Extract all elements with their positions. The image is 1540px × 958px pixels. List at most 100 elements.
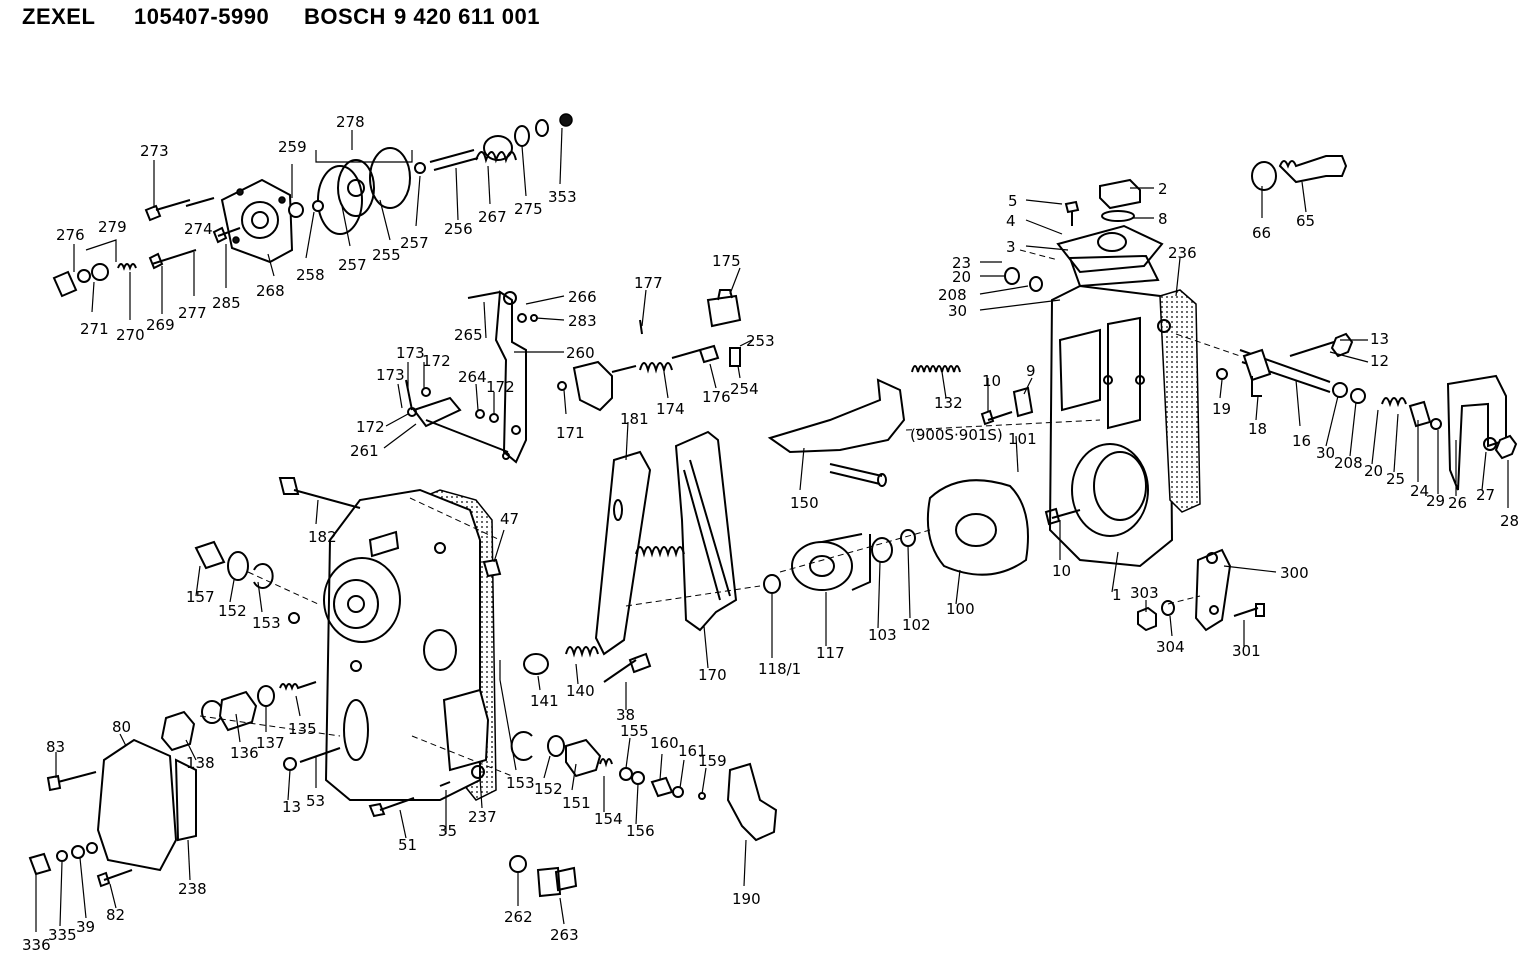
callout-135: 135	[288, 720, 317, 738]
callout-20b: 20	[1364, 462, 1383, 480]
callout-265: 265	[454, 326, 483, 344]
ring-271b	[91, 263, 109, 281]
ring-103	[871, 537, 893, 563]
washer-136	[201, 700, 223, 724]
nut-259	[288, 202, 304, 218]
screw-135	[279, 681, 317, 691]
nut-28	[1494, 434, 1518, 460]
ring-353a	[535, 119, 549, 137]
callout-276: 276	[56, 226, 85, 244]
callout-269: 269	[146, 316, 175, 334]
callout-304: 304	[1156, 638, 1185, 656]
bosch-part-number: 9 420 611 001	[394, 4, 540, 29]
spring-267	[475, 135, 517, 164]
callout-236: 236	[1168, 244, 1197, 262]
callout-285: 285	[212, 294, 241, 312]
nut-271	[77, 269, 91, 283]
stud-53	[299, 747, 341, 763]
callout-153a: 153	[252, 614, 281, 632]
gasket-238	[174, 758, 197, 842]
callout-100: 100	[946, 600, 975, 618]
flyweight-group	[763, 365, 1029, 594]
callout-30b: 30	[1316, 444, 1335, 462]
link-190	[726, 762, 778, 842]
housing-part-268	[220, 178, 294, 264]
plug-47	[482, 558, 502, 578]
washer-39	[71, 845, 85, 859]
washer-258	[312, 200, 324, 212]
callout-157: 157	[186, 588, 215, 606]
screw-5	[1064, 200, 1080, 226]
ring-153	[253, 563, 274, 589]
callout-173a: 173	[396, 344, 425, 362]
callout-152a: 152	[218, 602, 247, 620]
callout-154: 154	[594, 810, 623, 828]
callout-253: 253	[746, 332, 775, 350]
nut-136b	[218, 690, 258, 732]
spring-140	[565, 646, 599, 658]
callout-267: 267	[478, 208, 507, 226]
bolt-82	[96, 869, 133, 888]
callout-257a: 257	[338, 256, 367, 274]
callout-83: 83	[46, 738, 65, 756]
callout-260: 260	[566, 344, 595, 362]
callout-47: 47	[500, 510, 519, 528]
callout-172a: 172	[422, 352, 451, 370]
callout-258: 258	[296, 266, 325, 284]
callout-190: 190	[732, 890, 761, 908]
lever-261	[412, 396, 462, 428]
adjust-screw-10a	[980, 409, 1013, 426]
callout-159: 159	[698, 752, 727, 770]
nut-13b	[283, 757, 297, 771]
plug-336	[28, 852, 52, 876]
ring-39b	[86, 842, 98, 854]
callout-303: 303	[1130, 584, 1159, 602]
cover-80	[96, 738, 178, 872]
callout-262: 262	[504, 908, 533, 926]
bolt-301	[1233, 603, 1265, 617]
cap-353	[559, 113, 573, 127]
diaphragm-part-255	[317, 147, 411, 235]
callout-172c: 172	[356, 418, 385, 436]
callout-101: 101	[1008, 430, 1037, 448]
washer-304	[1161, 600, 1175, 616]
callout-13a: 13	[1370, 330, 1389, 348]
clip-152b	[547, 735, 565, 757]
shaft-150	[767, 378, 906, 454]
callout-160: 160	[650, 734, 679, 752]
spring-154	[599, 758, 613, 768]
callout-171: 171	[556, 424, 585, 442]
bracket-26	[1446, 374, 1507, 491]
callout-257b: 257	[400, 234, 429, 252]
callout-177: 177	[634, 274, 663, 292]
callout-275: 275	[514, 200, 543, 218]
cover-plate-3	[1056, 224, 1164, 274]
callout-82: 82	[106, 906, 125, 924]
callout-237: 237	[468, 808, 497, 826]
callout-20a: 20	[952, 268, 971, 286]
maker-name: ZEXEL	[22, 4, 96, 29]
bolt-51	[368, 797, 415, 818]
callout-335: 335	[48, 926, 77, 944]
callout-353: 353	[548, 188, 577, 206]
nut-138	[160, 710, 196, 752]
washer-161	[672, 786, 684, 798]
clip-153b	[510, 731, 533, 761]
callout-25: 25	[1386, 470, 1405, 488]
callout-4: 4	[1006, 212, 1016, 230]
callout-208a: 208	[938, 286, 967, 304]
callout-170: 170	[698, 666, 727, 684]
block-175	[706, 289, 742, 328]
callout-153b: 153	[506, 774, 535, 792]
fitting-65	[1278, 155, 1348, 184]
callout-278: 278	[336, 113, 365, 131]
callout-336: 336	[22, 936, 51, 954]
sleeve-160	[650, 776, 674, 798]
nut-141	[523, 653, 549, 675]
callout-261: 261	[350, 442, 379, 460]
gasket-236	[1159, 289, 1201, 513]
governor-housing-1	[980, 178, 1201, 568]
callout-176: 176	[702, 388, 731, 406]
callout-263: 263	[550, 926, 579, 944]
